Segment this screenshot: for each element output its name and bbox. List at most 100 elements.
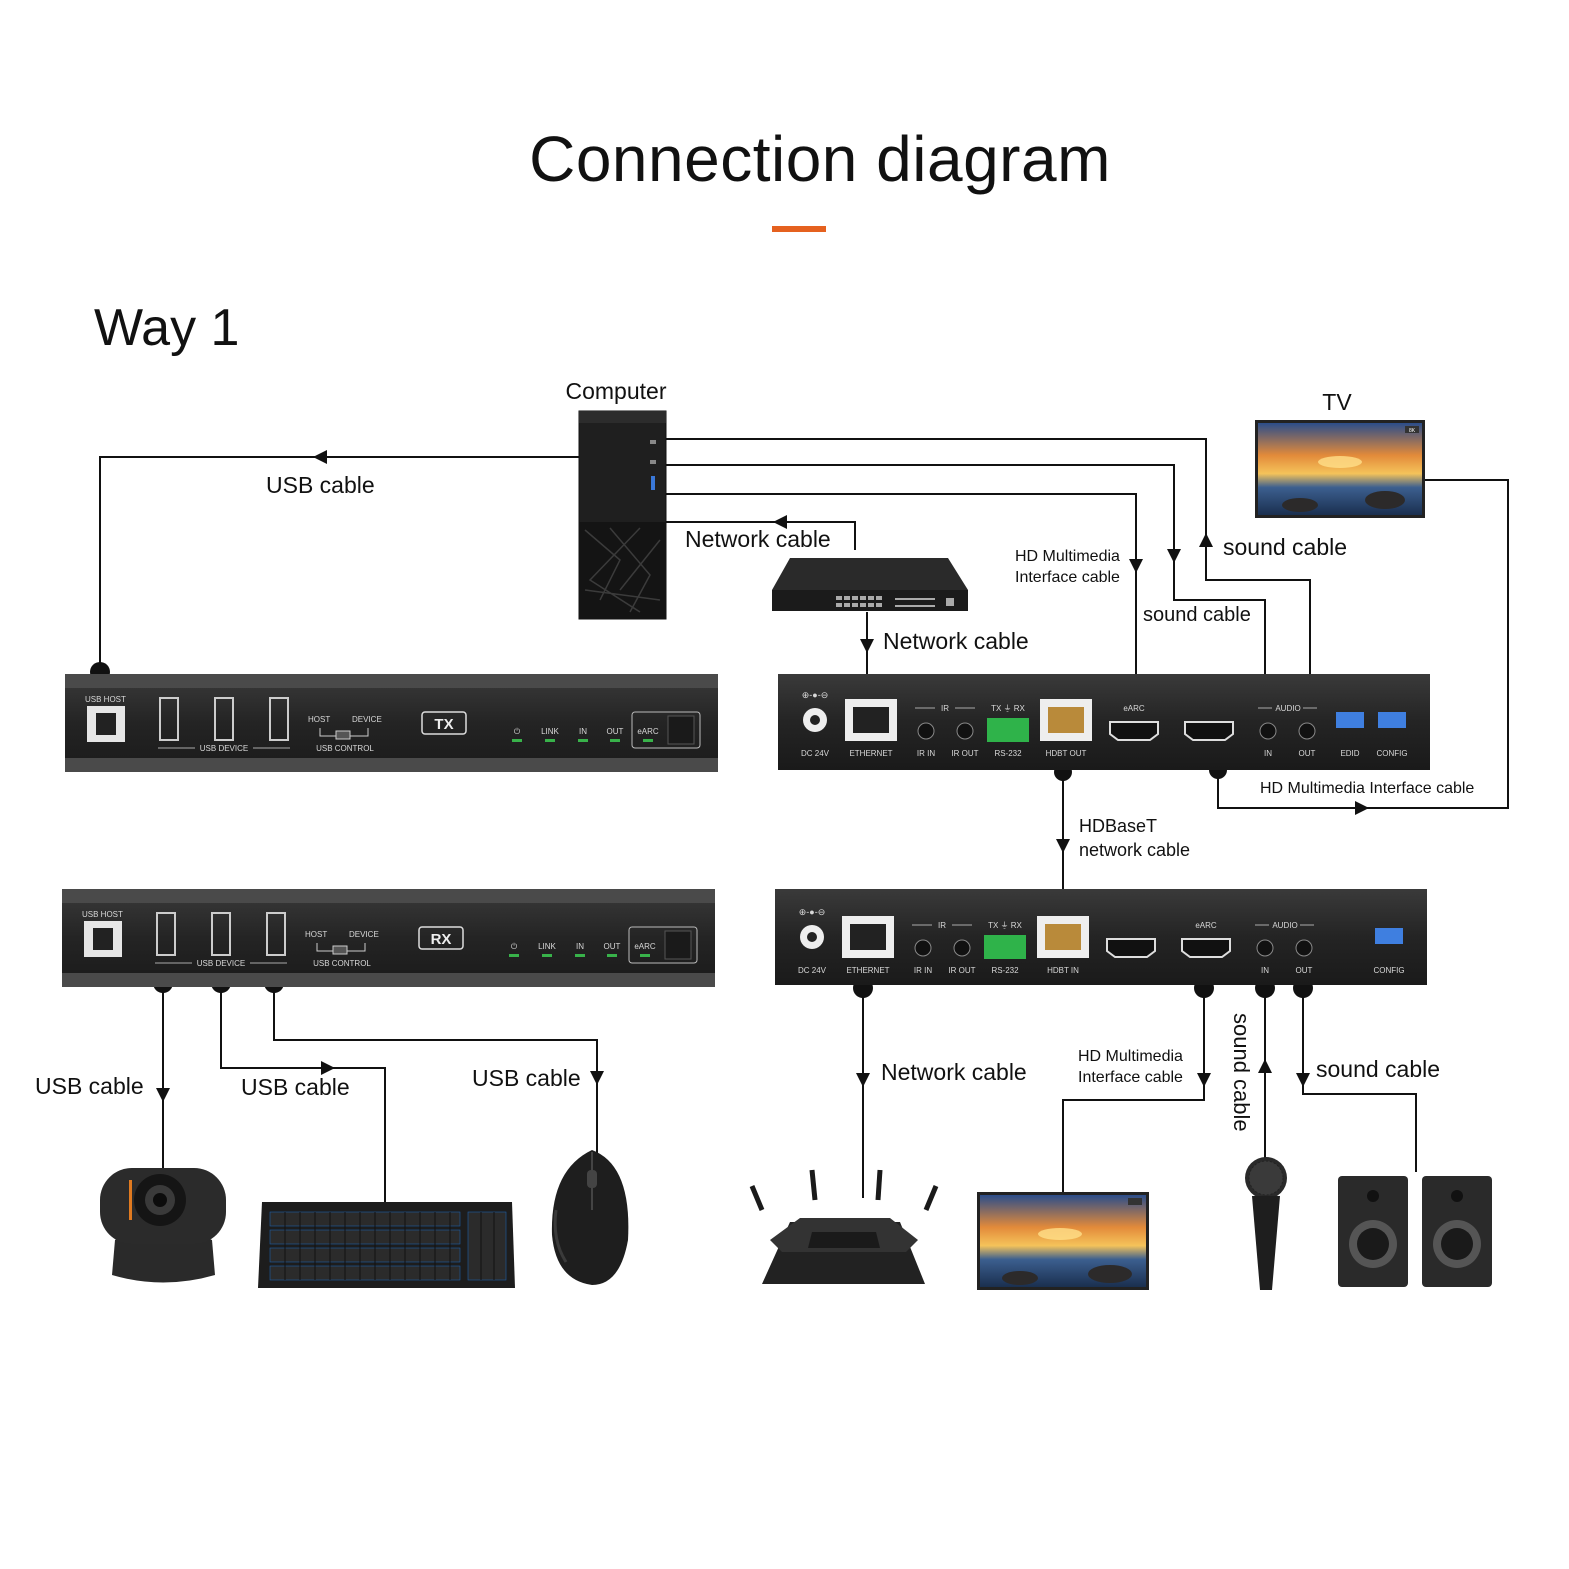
rx-usb-host-label: USB HOST bbox=[82, 910, 123, 919]
ext-tx-rs232-label: RS-232 bbox=[994, 749, 1022, 758]
rx-usb-control-switch[interactable] bbox=[332, 945, 348, 955]
rx-out-label: OUT bbox=[604, 942, 621, 951]
ext-tx-config-label: CONFIG bbox=[1376, 749, 1407, 758]
ext-tx-audio-out-port[interactable] bbox=[1298, 722, 1316, 740]
ext-rx-rs232-port[interactable] bbox=[984, 935, 1026, 959]
ext-tx-txrx-label: TX ⏚ RX bbox=[991, 704, 1025, 713]
ext-rx-audio-out-port[interactable] bbox=[1295, 939, 1313, 957]
ext-rx-ir-out-port[interactable] bbox=[953, 939, 971, 957]
sound-cable-speaker bbox=[1302, 988, 1417, 1172]
hdmi-cable-computer-ext bbox=[666, 493, 1137, 686]
tx-usb-device-port-3[interactable] bbox=[269, 697, 289, 741]
tx-device-label: DEVICE bbox=[352, 715, 382, 724]
label-usb-webcam: USB cable bbox=[35, 1073, 144, 1099]
ext-rx-earc-label: eARC bbox=[1195, 921, 1217, 930]
ext-rx-ir-label: IR bbox=[938, 921, 946, 930]
keyboard bbox=[258, 1202, 515, 1288]
label-usb-keyboard: USB cable bbox=[241, 1074, 350, 1100]
microphone bbox=[1245, 1157, 1287, 1290]
ext-tx-ir-in-port[interactable] bbox=[917, 722, 935, 740]
tx-usb-device-label: USB DEVICE bbox=[200, 744, 248, 753]
ext-rx-earc-hdmi-port[interactable] bbox=[1181, 938, 1231, 958]
label-hdbaset-1: HDBaseT bbox=[1079, 816, 1157, 836]
network-switch bbox=[772, 558, 968, 611]
tv-badge: 8K bbox=[1409, 428, 1416, 434]
ext-tx-polarity-icon: ⊕-●-⊖ bbox=[802, 690, 829, 700]
rx-device-label: DEVICE bbox=[349, 930, 379, 939]
ext-rx-ir-in-port[interactable] bbox=[914, 939, 932, 957]
webcam bbox=[100, 1168, 226, 1283]
ext-rx-polarity-icon: ⊕-●-⊖ bbox=[799, 907, 826, 917]
hdmi-cable-monitor bbox=[1062, 988, 1205, 1194]
label-computer: Computer bbox=[566, 378, 667, 404]
ext-tx-hdmi-out-port[interactable] bbox=[1184, 721, 1234, 741]
ext-tx-edid-label: EDID bbox=[1340, 749, 1359, 758]
kvm-tx-panel: USB HOST USB DEVICE HOST DEVICE USB CONT… bbox=[65, 674, 718, 772]
label-hdmi-top-2: Interface cable bbox=[1015, 569, 1120, 586]
ext-tx-audio-out-label: OUT bbox=[1299, 749, 1316, 758]
ext-tx-ir-out-label: IR OUT bbox=[951, 749, 978, 758]
rx-usb-device-port-2[interactable] bbox=[211, 912, 231, 956]
ext-tx-audio-in-label: IN bbox=[1264, 749, 1272, 758]
tx-link-label: LINK bbox=[541, 727, 559, 736]
label-network-router: Network cable bbox=[881, 1059, 1027, 1085]
rx-usb-device-port-3[interactable] bbox=[266, 912, 286, 956]
ext-rx-ir-out-label: IR OUT bbox=[948, 966, 975, 975]
rx-usb-device-label: USB DEVICE bbox=[197, 959, 245, 968]
extender-tx-panel: ⊕-●-⊖ DC 24V ETHERNET IR IR IN IR OUT TX… bbox=[778, 674, 1430, 770]
usb-cable-computer-tx bbox=[99, 456, 580, 672]
ext-tx-rs232-port[interactable] bbox=[987, 718, 1029, 742]
extender-rx-panel: ⊕-●-⊖ DC 24V ETHERNET IR IR IN IR OUT TX… bbox=[775, 889, 1427, 985]
label-sound-speaker: sound cable bbox=[1316, 1056, 1440, 1082]
ext-tx-edid-switch[interactable] bbox=[1336, 712, 1364, 728]
tx-usb-device-port-2[interactable] bbox=[214, 697, 234, 741]
computer-tower bbox=[578, 410, 667, 620]
ext-rx-audio-in-port[interactable] bbox=[1256, 939, 1274, 957]
tx-usb-host-label: USB HOST bbox=[85, 695, 126, 704]
ext-rx-config-switch[interactable] bbox=[1375, 928, 1403, 944]
ext-tx-hdbt-label: HDBT OUT bbox=[1046, 749, 1087, 758]
label-sound-mid: sound cable bbox=[1143, 604, 1251, 626]
title-accent-bar bbox=[772, 226, 826, 232]
monitor bbox=[977, 1192, 1149, 1290]
rx-usb-device-port-1[interactable] bbox=[156, 912, 176, 956]
ext-rx-rs232-label: RS-232 bbox=[991, 966, 1019, 975]
tx-power-icon: ⏻ bbox=[514, 727, 521, 736]
usb-cable-mouse bbox=[273, 983, 598, 1160]
label-hdmi-tv: HD Multimedia Interface cable bbox=[1260, 780, 1474, 797]
label-network-top: Network cable bbox=[685, 526, 831, 552]
ext-tx-ir-label: IR bbox=[941, 704, 949, 713]
tx-usb-device-port-1[interactable] bbox=[159, 697, 179, 741]
rx-earc-label: eARC bbox=[634, 942, 656, 951]
rx-badge: RX bbox=[431, 931, 452, 948]
ext-rx-audio-label: AUDIO bbox=[1272, 921, 1297, 930]
rx-usb-control-label: USB CONTROL bbox=[313, 959, 371, 968]
tx-usb-control-switch[interactable] bbox=[335, 730, 351, 740]
label-hdmi-top-1: HD Multimedia bbox=[1015, 548, 1120, 565]
rx-host-label: HOST bbox=[305, 930, 327, 939]
label-sound-mic: sound cable bbox=[1229, 1013, 1254, 1132]
sound-cable-ext-out-computer bbox=[666, 438, 1311, 686]
tx-in-label: IN bbox=[579, 727, 587, 736]
label-hdbaset-2: network cable bbox=[1079, 840, 1190, 860]
ext-tx-config-switch[interactable] bbox=[1378, 712, 1406, 728]
ext-tx-dc-label: DC 24V bbox=[801, 749, 830, 758]
ext-rx-dc-label: DC 24V bbox=[798, 966, 827, 975]
rx-power-icon: ⏻ bbox=[511, 942, 518, 951]
ext-tx-earc-hdmi-port[interactable] bbox=[1109, 721, 1159, 741]
ext-tx-ir-out-port[interactable] bbox=[956, 722, 974, 740]
tx-host-label: HOST bbox=[308, 715, 330, 724]
hdmi-cable-ext-tv bbox=[1217, 479, 1509, 809]
tx-usb-control-label: USB CONTROL bbox=[316, 744, 374, 753]
label-usb-top: USB cable bbox=[266, 472, 375, 498]
tx-badge: TX bbox=[434, 716, 453, 733]
ext-rx-hdmi-in-port[interactable] bbox=[1106, 938, 1156, 958]
ext-tx-earc-label: eARC bbox=[1123, 704, 1145, 713]
ext-tx-ir-in-label: IR IN bbox=[917, 749, 935, 758]
label-hdmi-bottom-2: Interface cable bbox=[1078, 1069, 1183, 1086]
ext-rx-audio-out-label: OUT bbox=[1296, 966, 1313, 975]
page-title: Connection diagram bbox=[529, 123, 1111, 195]
network-cable-computer-switch bbox=[666, 521, 856, 550]
label-network-switch: Network cable bbox=[883, 628, 1029, 654]
ext-tx-audio-in-port[interactable] bbox=[1259, 722, 1277, 740]
